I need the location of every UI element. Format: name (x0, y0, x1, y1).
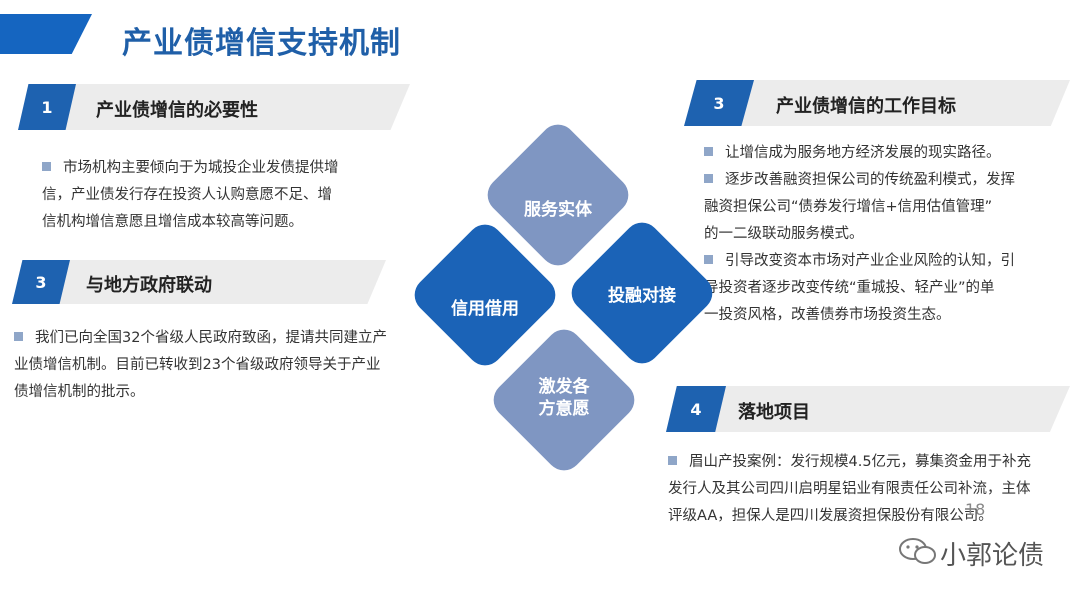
watermark-text: 小郭论债 (939, 541, 1044, 571)
section-4-number: 4 (666, 386, 726, 432)
section-1-text: 市场机构主要倾向于为城投企业发债提供增 信，产业债发行存在投资人认购意愿不足、增… (42, 160, 339, 230)
diamond-bottom-label: 激发各 方意愿 (538, 377, 590, 419)
diamond-right-label: 投融对接 (608, 286, 676, 306)
wechat-icon (898, 536, 938, 566)
section-4-text: 眉山产投案例：发行规模4.5亿元，募集资金用于补充 发行人及其公司四川启明星铝业… (668, 454, 1032, 524)
bullet-icon (14, 332, 23, 341)
bullet-icon (42, 162, 51, 171)
bullet-icon (704, 255, 713, 264)
section-3-title: 产业债增信的工作目标 (776, 96, 956, 117)
diamond-top-label: 服务实体 (524, 200, 592, 220)
section-1-band (20, 84, 410, 130)
bullet-icon (704, 174, 713, 183)
page-number: 18 (965, 500, 986, 519)
section-1-title: 产业债增信的必要性 (96, 100, 258, 121)
bullet-icon (704, 147, 713, 156)
title-accent-bar (0, 14, 92, 54)
section-4-band (668, 386, 1070, 432)
section-1-number: 1 (18, 84, 76, 130)
section-2-band (14, 260, 386, 304)
section-2-number: 3 (12, 260, 70, 304)
section-3-text: 让增信成为服务地方经济发展的现实路径。 逐步改善融资担保公司的传统盈利模式，发挥… (704, 145, 1015, 323)
section-2-title: 与地方政府联动 (86, 275, 212, 296)
diamond-left-label: 信用借用 (451, 299, 519, 319)
section-3-number: 3 (684, 80, 754, 126)
bullet-icon (668, 456, 677, 465)
section-4-title: 落地项目 (738, 402, 810, 423)
section-2-text: 我们已向全国32个省级人民政府致函，提请共同建立产 业债增信机制。目前已转收到2… (14, 330, 387, 400)
slide-title: 产业债增信支持机制 (122, 26, 401, 61)
